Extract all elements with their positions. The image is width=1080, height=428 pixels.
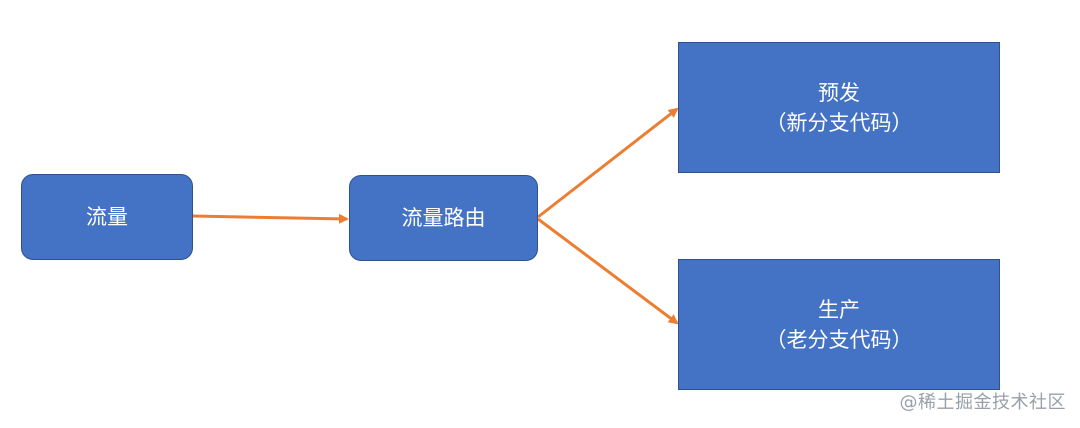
node-pre-release: 预发 （新分支代码） — [678, 42, 1000, 173]
edge-router-to-prod — [537, 217, 679, 325]
node-traffic-router-label: 流量路由 — [401, 206, 486, 230]
edge-router-to-pre — [537, 107, 679, 219]
node-pre-release-subtitle: （新分支代码） — [765, 110, 913, 135]
node-pre-release-title: 预发 — [818, 80, 860, 105]
node-traffic: 流量 — [21, 174, 193, 260]
node-traffic-router: 流量路由 — [349, 175, 538, 261]
watermark-text: @稀土掘金技术社区 — [899, 392, 1066, 413]
node-traffic-label: 流量 — [86, 205, 128, 229]
node-production-subtitle: （老分支代码） — [765, 327, 913, 352]
edge-traffic-to-router — [192, 213, 349, 224]
node-production-title: 生产 — [818, 297, 860, 322]
node-production: 生产 （老分支代码） — [678, 259, 1000, 390]
